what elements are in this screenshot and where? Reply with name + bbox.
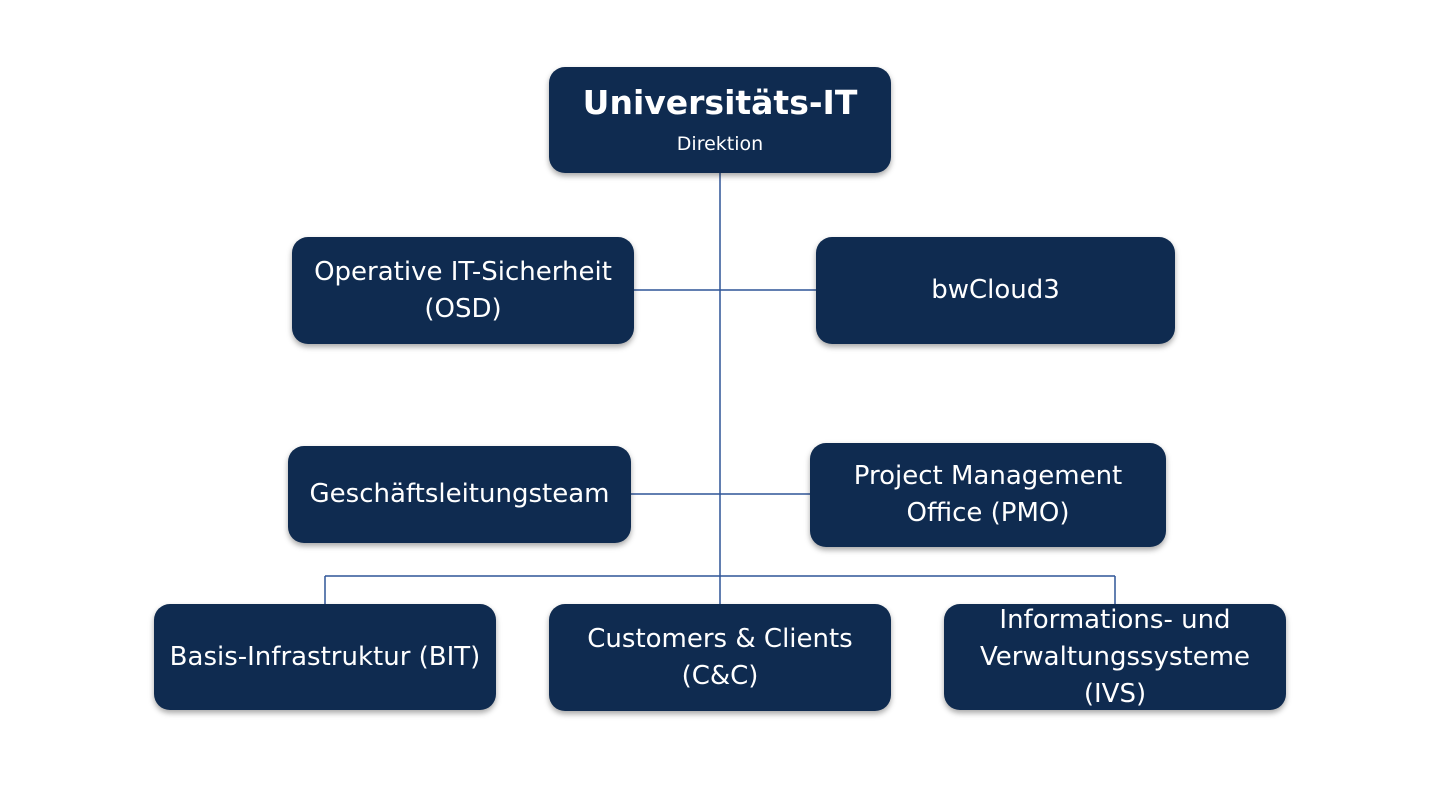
node-label: Project Management Office (PMO) (853, 461, 1123, 528)
node-label: Customers & Clients (C&C) (587, 623, 853, 691)
node-label: Informations- und Verwaltungssysteme (IV… (979, 604, 1251, 709)
node-bwcloud3: bwCloud3 (816, 237, 1175, 344)
node-customers-clients: Customers & Clients (C&C) (549, 604, 891, 711)
node-geschaeftsleitungsteam: Geschäftsleitungsteam (288, 446, 631, 543)
node-label: Geschäftsleitungsteam (309, 479, 610, 509)
node-informations-verwaltungssysteme: Informations- und Verwaltungssysteme (IV… (944, 604, 1286, 710)
node-project-management-office: Project Management Office (PMO) (810, 443, 1166, 547)
node-operative-it-sicherheit: Operative IT-Sicherheit (OSD) (292, 237, 634, 344)
root-title: Universitäts-IT (582, 83, 858, 122)
root-subtitle: Direktion (676, 133, 764, 155)
node-label: Basis-Infrastruktur (BIT) (169, 641, 481, 672)
node-label: Operative IT-Sicherheit (OSD) (314, 256, 612, 324)
root-node-universitaets-it: Universitäts-IT Direktion (549, 67, 891, 173)
node-basis-infrastruktur: Basis-Infrastruktur (BIT) (154, 604, 496, 710)
node-label: bwCloud3 (931, 275, 1060, 305)
